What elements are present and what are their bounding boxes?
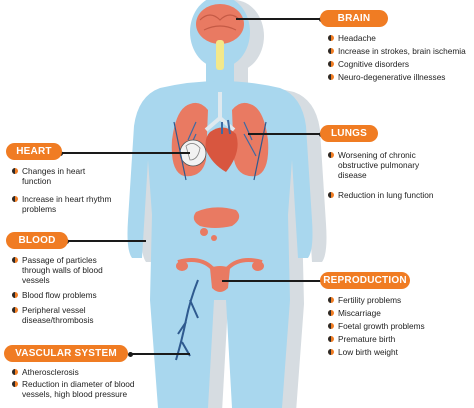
bullet-icon xyxy=(12,369,18,375)
bullet-icon xyxy=(12,381,18,387)
digestive-organ xyxy=(193,207,240,241)
list-item: Premature birth xyxy=(328,334,468,344)
brain-connector xyxy=(236,16,324,22)
vascular-label: VASCULAR SYSTEM xyxy=(4,345,128,362)
bullet-icon xyxy=(328,336,334,342)
lungs-connector xyxy=(248,131,324,137)
list-item: Headache xyxy=(328,33,474,43)
vascular-list: Atherosclerosis Reduction in diameter of… xyxy=(12,367,140,402)
list-item: Fertility problems xyxy=(328,295,468,305)
list-item: Atherosclerosis xyxy=(12,367,140,377)
bullet-icon xyxy=(12,307,18,313)
brain-organ xyxy=(196,4,244,70)
lungs-list: Worsening of chronic obstructive pulmona… xyxy=(328,150,438,203)
blood-vessel xyxy=(173,121,267,361)
list-item: Miscarriage xyxy=(328,308,468,318)
blood-label: BLOOD xyxy=(6,232,68,249)
bullet-icon xyxy=(328,349,334,355)
list-item: Foetal growth problems xyxy=(328,321,468,331)
bullet-icon xyxy=(328,74,334,80)
blood-connector xyxy=(64,238,146,244)
bullet-icon xyxy=(328,310,334,316)
bullet-icon xyxy=(328,192,334,198)
list-item: Increase in strokes, brain ischemia xyxy=(328,46,474,56)
heart-connector xyxy=(58,150,190,156)
list-item: Cognitive disorders xyxy=(328,59,474,69)
bullet-icon xyxy=(12,168,18,174)
brain-label: BRAIN xyxy=(320,10,388,27)
reproduction-label: REPRODUCTION xyxy=(320,272,410,289)
list-item: Passage of particles through walls of bl… xyxy=(12,255,122,285)
heart-organ xyxy=(179,119,238,172)
list-item: Increase in heart rhythm problems xyxy=(12,194,112,214)
heart-list: Changes in heart function Increase in he… xyxy=(12,166,112,217)
bullet-icon xyxy=(328,152,334,158)
bullet-icon xyxy=(328,323,334,329)
list-item: Worsening of chronic obstructive pulmona… xyxy=(328,150,438,180)
list-item: Peripheral vessel disease/thrombosis xyxy=(12,305,122,325)
bullet-icon xyxy=(12,196,18,202)
bullet-icon xyxy=(328,297,334,303)
list-item: Blood flow problems xyxy=(12,290,122,300)
bullet-icon xyxy=(328,61,334,67)
list-item: Neuro-degenerative illnesses xyxy=(328,72,474,82)
lungs-label: LUNGS xyxy=(320,125,378,142)
brain-list: Headache Increase in strokes, brain isch… xyxy=(328,33,474,85)
bullet-icon xyxy=(12,257,18,263)
blood-list: Passage of particles through walls of bl… xyxy=(12,255,122,328)
list-item: Reduction in lung function xyxy=(328,190,438,200)
reproductive-organ xyxy=(176,258,264,292)
reproduction-list: Fertility problems Miscarriage Foetal gr… xyxy=(328,295,468,360)
bullet-icon xyxy=(328,48,334,54)
reproduction-connector xyxy=(222,278,326,284)
list-item: Changes in heart function xyxy=(12,166,112,186)
vascular-connector xyxy=(128,351,190,357)
bullet-icon xyxy=(12,292,18,298)
heart-label: HEART xyxy=(6,143,62,160)
list-item: Reduction in diameter of blood vessels, … xyxy=(12,379,140,399)
list-item: Low birth weight xyxy=(328,347,468,357)
bullet-icon xyxy=(328,35,334,41)
